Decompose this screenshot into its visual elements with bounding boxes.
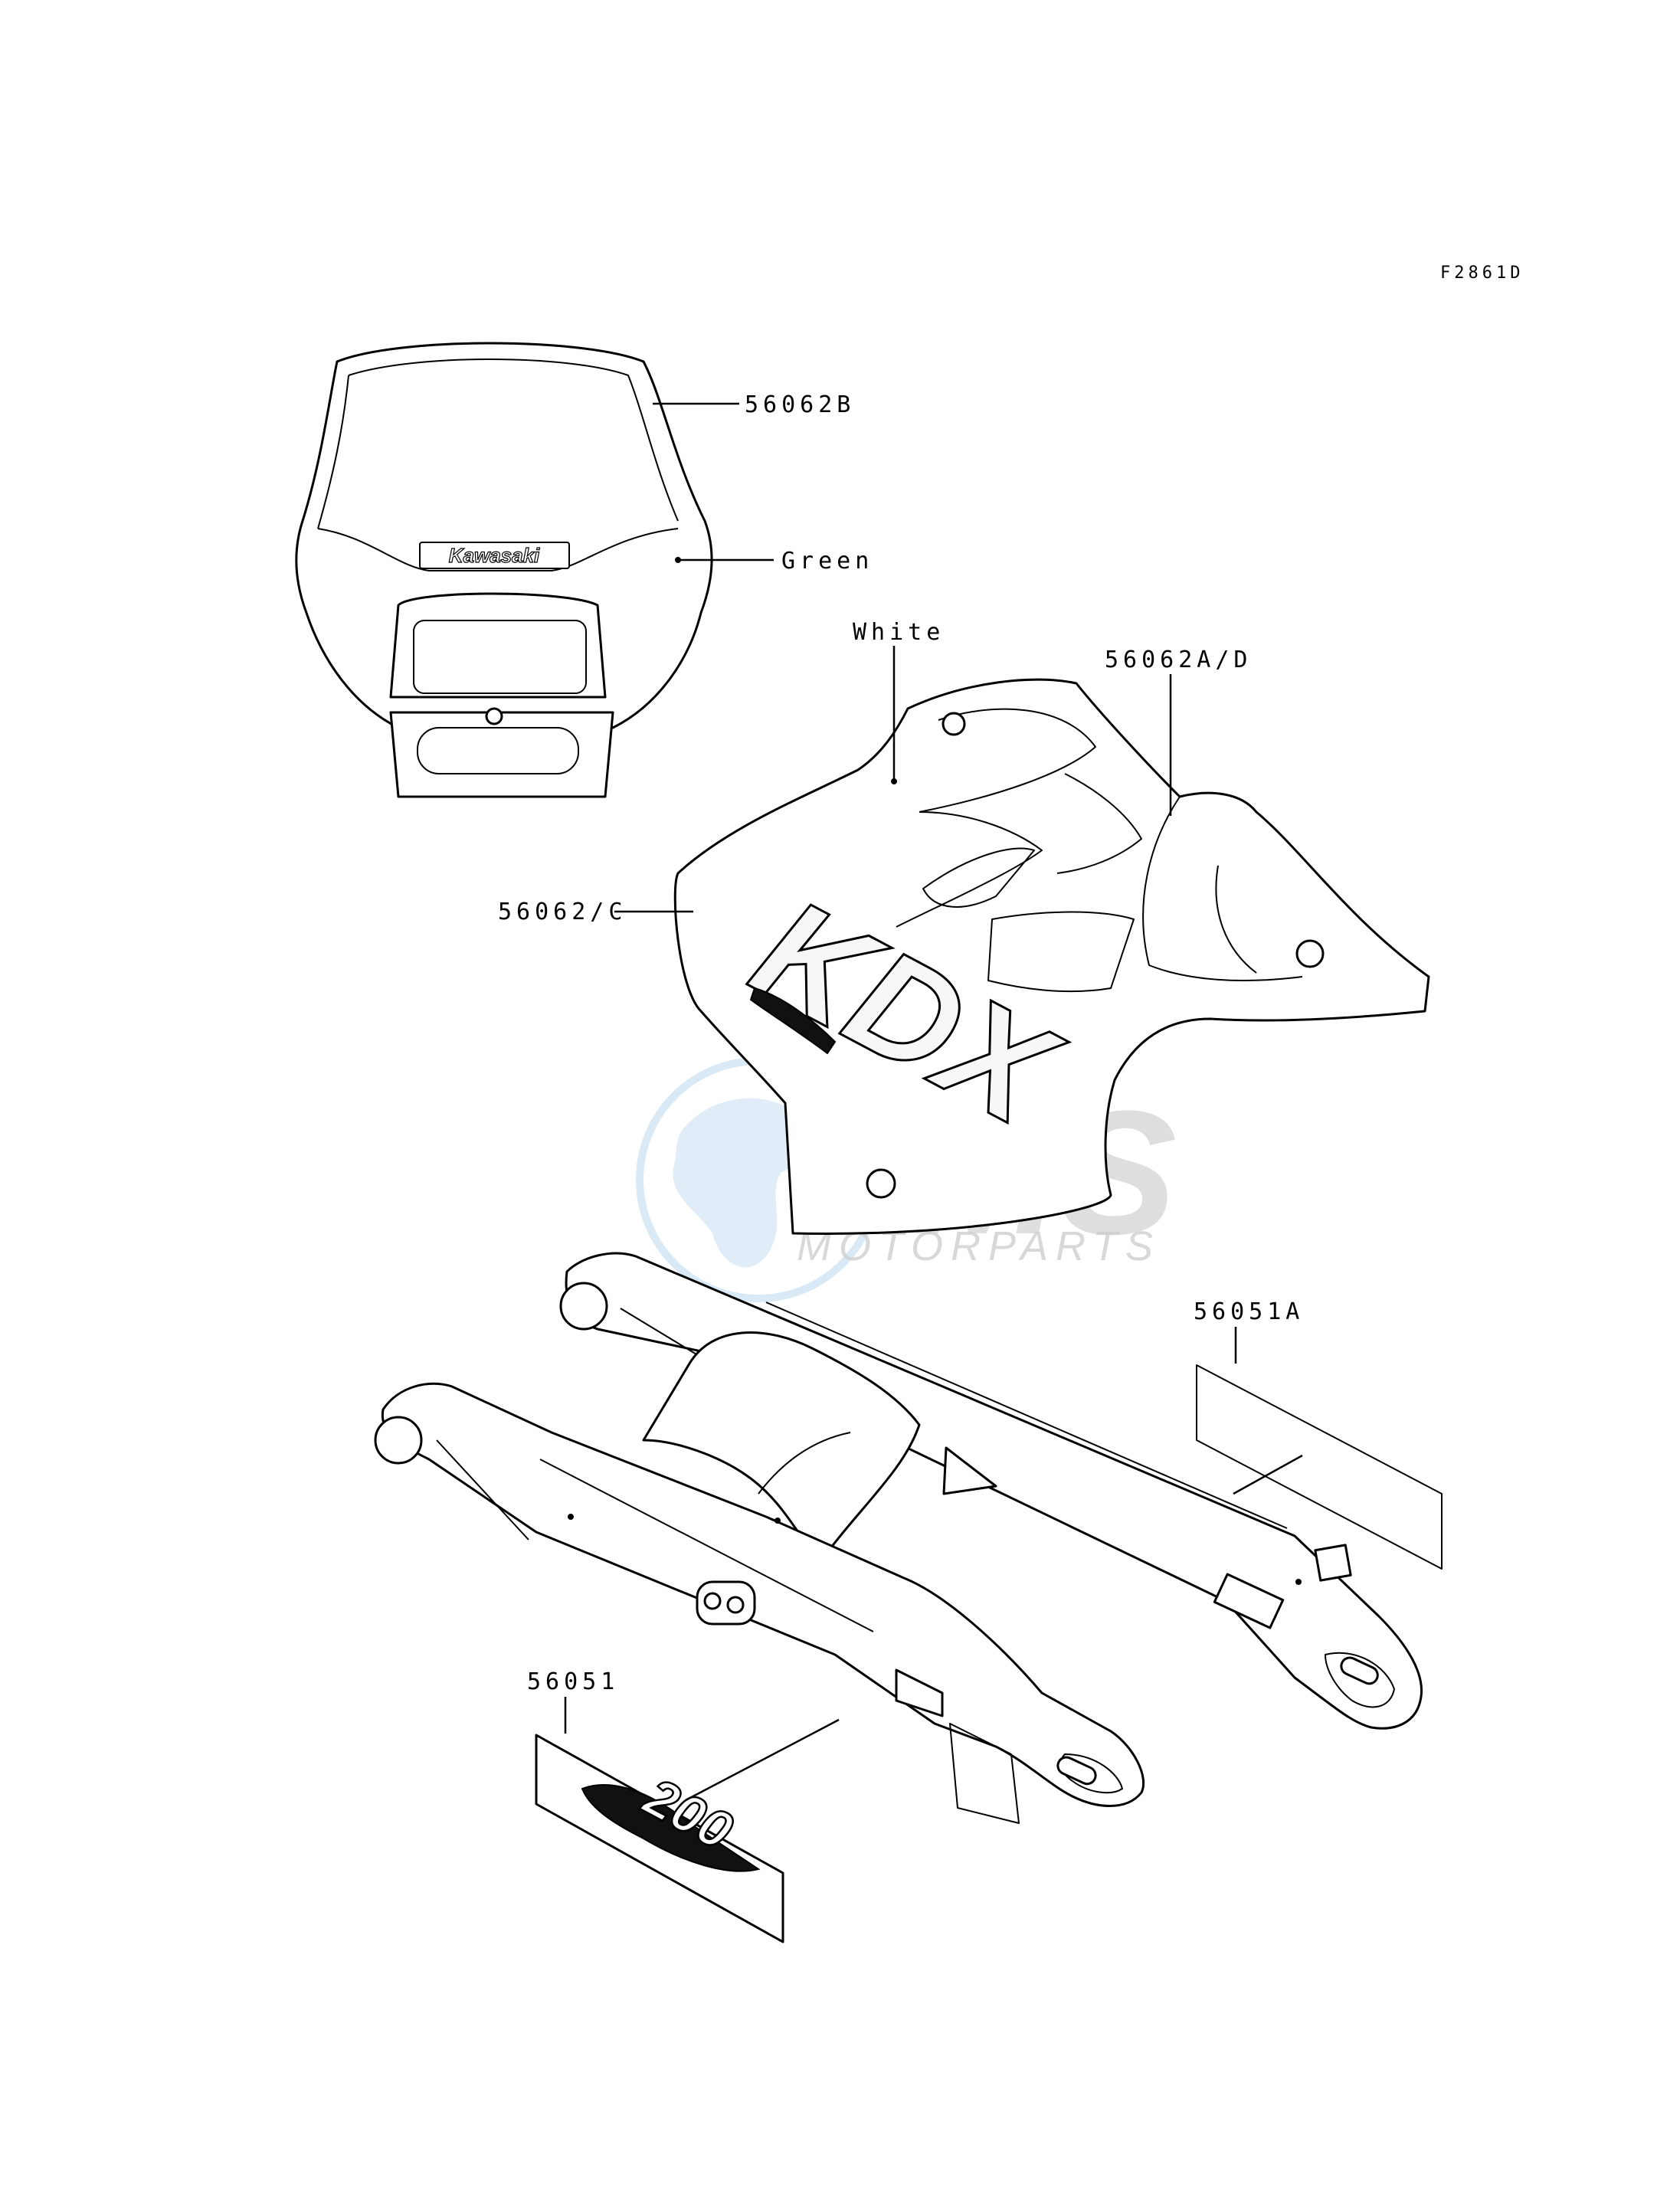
swingarm	[374, 1252, 1423, 1824]
label-56062c[interactable]: 56062/C	[498, 899, 627, 925]
decal-56051a	[1196, 1364, 1443, 1570]
decal-56051: 200	[535, 1734, 784, 1943]
label-56051a[interactable]: 56051A	[1194, 1298, 1304, 1325]
diagram-code: F2861D	[1440, 264, 1524, 283]
label-56062ad[interactable]: 56062A/D	[1105, 647, 1253, 673]
radiator-shroud: KDX	[673, 678, 1430, 1235]
label-white[interactable]: White	[853, 619, 945, 646]
label-56062b[interactable]: 56062B	[745, 391, 855, 418]
label-56051[interactable]: 56051	[527, 1668, 619, 1695]
headlight-logo: Kawasaki	[449, 544, 540, 567]
label-green[interactable]: Green	[781, 548, 873, 575]
headlight-plate: Kawasaki	[295, 342, 713, 798]
